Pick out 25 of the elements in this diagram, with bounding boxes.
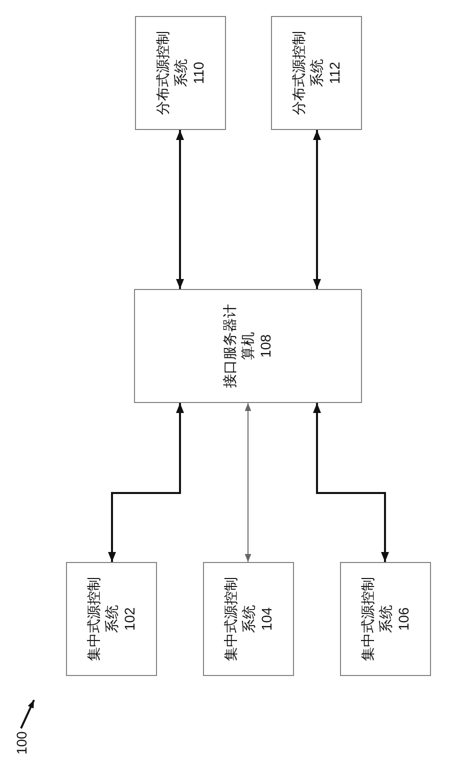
reference-numeral: 106 xyxy=(394,607,413,631)
control-system-box xyxy=(340,562,431,676)
control-system-box xyxy=(66,562,157,676)
node-label: 集中式源控制系统 xyxy=(358,576,394,663)
node-label: 集中式源控制系统 xyxy=(221,576,258,663)
bidirectional-arrow xyxy=(244,402,252,562)
control-system-box xyxy=(271,16,362,130)
node-label: 分布式源控制系统 xyxy=(289,30,326,117)
server-computer-box xyxy=(134,289,362,403)
reference-numeral: 112 xyxy=(326,62,344,84)
node-label: 集中式源控制系统 xyxy=(84,576,120,663)
bidirectional-arrow xyxy=(313,403,389,562)
arrow xyxy=(20,700,35,729)
reference-numeral: 104 xyxy=(258,607,276,631)
reference-numeral: 102 xyxy=(120,607,139,631)
reference-numeral: 108 xyxy=(257,334,276,358)
reference-numeral: 110 xyxy=(190,62,208,84)
bidirectional-arrow xyxy=(108,403,184,562)
node-label: 分布式源控制系统 xyxy=(153,30,190,117)
bidirectional-arrow xyxy=(176,130,184,289)
bidirectional-arrow xyxy=(313,130,321,289)
control-system-box xyxy=(203,562,294,676)
node-label: 接口服务器计算机 xyxy=(220,303,257,390)
figure-reference-numeral: 100 xyxy=(14,731,30,755)
control-system-box xyxy=(135,16,226,130)
